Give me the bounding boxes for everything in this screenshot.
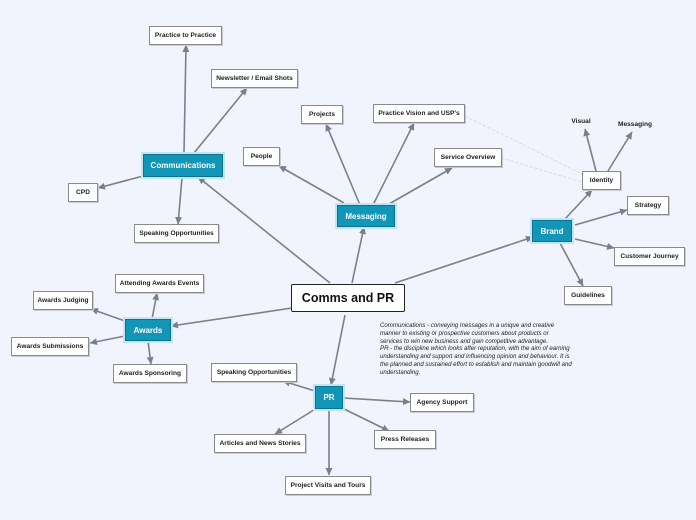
node-cpd[interactable]: CPD [68, 183, 98, 202]
node-people[interactable]: People [243, 147, 280, 166]
hub-messaging[interactable]: Messaging [337, 205, 395, 227]
node-press-releases[interactable]: Press Releases [374, 430, 436, 449]
connector-pr-articles [274, 407, 318, 435]
relation-vision-identity [464, 115, 583, 175]
connector-root-messaging [351, 226, 366, 284]
node-project-visits-and-tours[interactable]: Project Visits and Tours [285, 476, 371, 495]
connector-brand-identity [564, 189, 593, 220]
note-pr-definition: PR - the discipline which looks after re… [380, 345, 572, 376]
node-identity[interactable]: Identity [582, 171, 621, 190]
connector-msg-projects [325, 123, 361, 206]
connector-root-pr [328, 314, 346, 386]
connector-awards-sponsoring [146, 340, 154, 365]
node-customer-journey[interactable]: Customer Journey [614, 247, 685, 266]
node-newsletter-email-shots[interactable]: Newsletter / Email Shots [211, 69, 298, 88]
connector-awards-submissions [89, 335, 126, 346]
connector-pr-press [341, 407, 390, 432]
label-visual[interactable]: Visual [571, 117, 591, 125]
node-awards-submissions[interactable]: Awards Submissions [11, 337, 89, 356]
hub-pr[interactable]: PR [315, 386, 343, 409]
connector-root-communications [197, 176, 331, 284]
hub-brand[interactable]: Brand [532, 220, 572, 242]
connector-awards-attending [151, 292, 160, 320]
connector-brand-guidelines [559, 242, 584, 287]
node-comms-speaking-opportunities[interactable]: Speaking Opportunities [134, 224, 219, 243]
connector-msg-vision [372, 122, 415, 206]
node-practice-vision[interactable]: Practice Vision and USP's [373, 104, 465, 123]
node-attending-awards-events[interactable]: Attending Awards Events [115, 274, 204, 293]
connector-pr-agency [342, 397, 411, 406]
connector-awards-judging [90, 308, 126, 322]
node-articles-and-news-stories[interactable]: Articles and News Stories [214, 434, 306, 453]
node-awards-judging[interactable]: Awards Judging [33, 291, 93, 310]
connector-pr-speaking [282, 379, 316, 392]
connector-comm-cpd [97, 175, 144, 190]
connector-identity-messaging [607, 131, 633, 172]
connector-brand-journey [574, 238, 615, 250]
node-pr-speaking-opportunities[interactable]: Speaking Opportunities [211, 363, 297, 382]
root-topic[interactable]: Comms and PR [291, 284, 405, 312]
connector-identity-visual [583, 128, 597, 172]
note-communications-definition: Communications - conveying messages in a… [380, 322, 555, 345]
node-projects[interactable]: Projects [301, 105, 343, 124]
node-guidelines[interactable]: Guidelines [564, 286, 612, 305]
connector-msg-people [278, 165, 345, 204]
relation-service-identity [500, 157, 583, 183]
hub-communications[interactable]: Communications [143, 154, 223, 177]
connector-comm-speaking [175, 177, 183, 225]
node-service-overview[interactable]: Service Overview [434, 148, 502, 167]
definitions-note: Communications - conveying messages in a… [380, 322, 572, 377]
connector-comm-newsletter [193, 87, 248, 154]
label-identity-messaging[interactable]: Messaging [617, 120, 653, 128]
node-awards-sponsoring[interactable]: Awards Sponsoring [113, 364, 187, 383]
connector-msg-service [388, 167, 453, 205]
node-practice-to-practice[interactable]: Practice to Practice [149, 26, 222, 45]
node-agency-support[interactable]: Agency Support [410, 393, 474, 412]
connector-root-brand [394, 235, 534, 284]
hub-awards[interactable]: Awards [125, 319, 171, 341]
connector-root-awards [170, 307, 293, 329]
connector-brand-strategy [574, 208, 628, 226]
node-strategy[interactable]: Strategy [627, 196, 669, 215]
connector-comm-practice [182, 44, 190, 154]
